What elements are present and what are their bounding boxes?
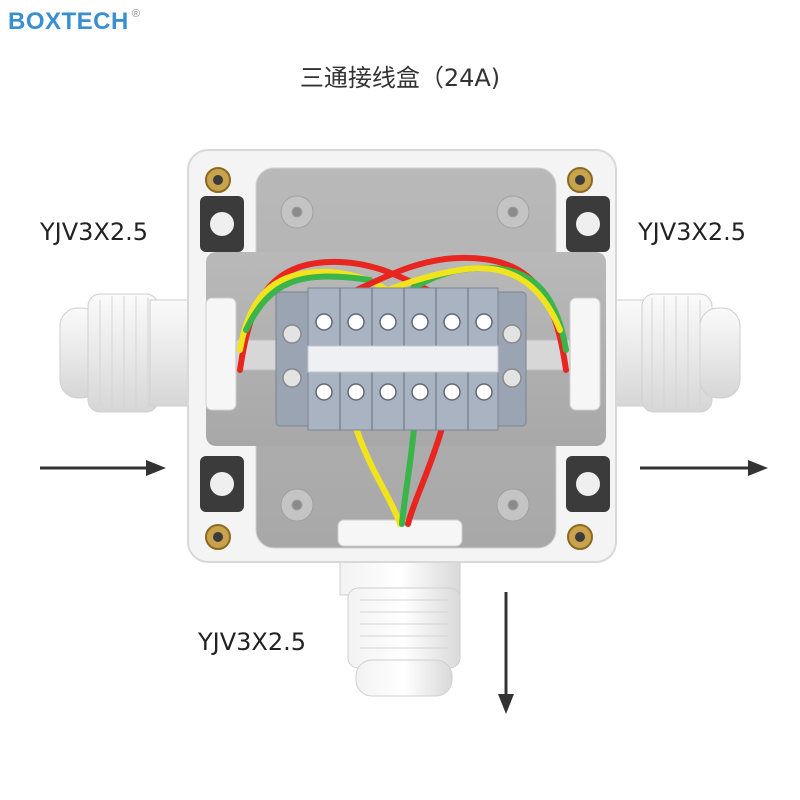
arrow-right-out bbox=[640, 460, 768, 476]
seal-right bbox=[569, 297, 601, 411]
screw-bosses bbox=[280, 195, 530, 522]
arrow-bottom-out bbox=[498, 592, 514, 714]
arrow-left-in bbox=[40, 460, 166, 476]
cable-label-right: YJV3X2.5 bbox=[638, 218, 747, 246]
cable-label-bottom: YJV3X2.5 bbox=[198, 628, 307, 656]
terminal-block bbox=[275, 287, 527, 431]
registered-mark: ® bbox=[131, 8, 141, 20]
cable-gland-left bbox=[59, 293, 196, 413]
product-title: 三通接线盒（24A) bbox=[299, 64, 501, 92]
cable-gland-right bbox=[604, 293, 741, 413]
brand-logo: BOXTECH® bbox=[8, 8, 140, 36]
cable-label-left: YJV3X2.5 bbox=[40, 218, 149, 246]
brass-inserts bbox=[205, 167, 593, 550]
cable-gland-bottom bbox=[339, 554, 461, 697]
logo-text: BOXTECH bbox=[8, 8, 129, 35]
wires bbox=[237, 254, 569, 527]
seal-left bbox=[205, 297, 237, 411]
